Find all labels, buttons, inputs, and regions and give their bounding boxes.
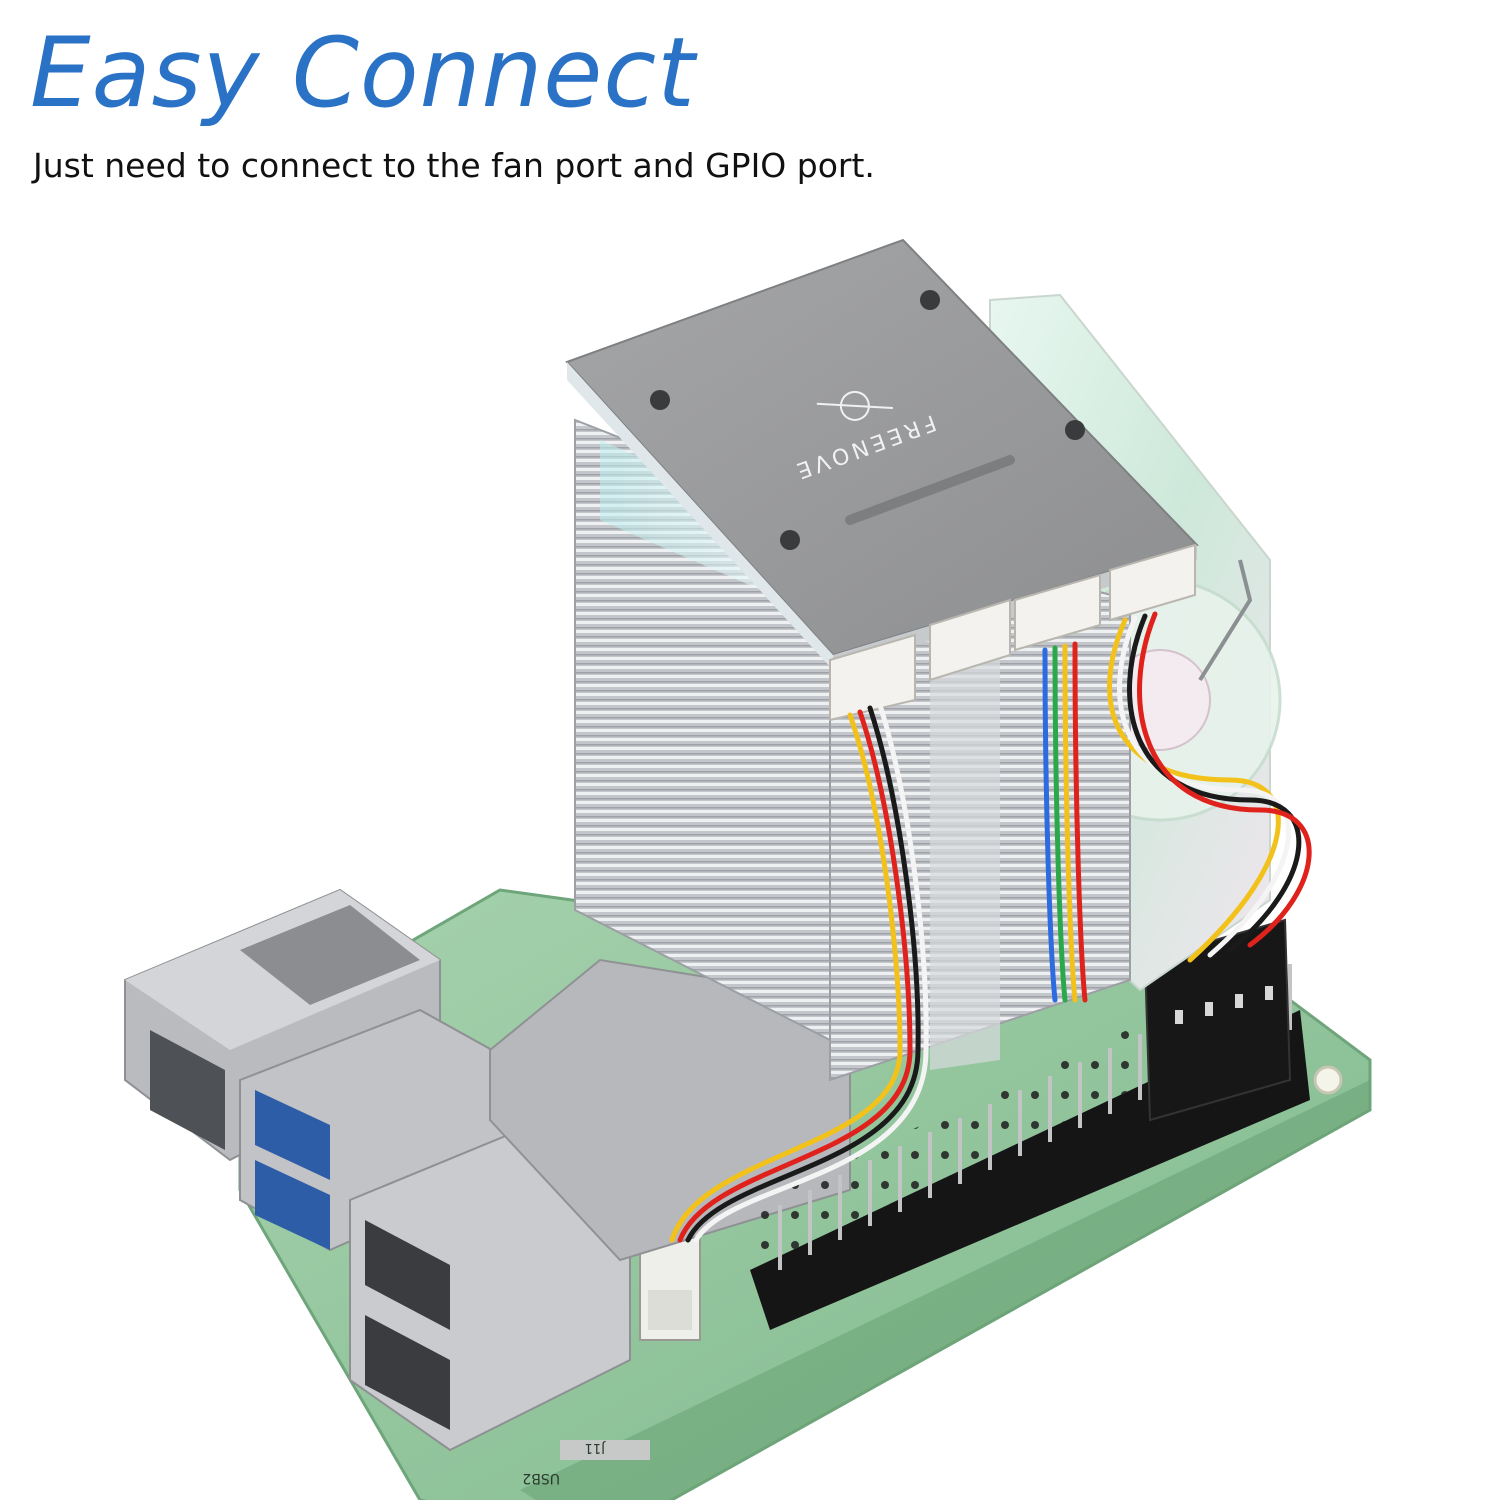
cooler-top-plate: FREENOVE — [565, 238, 1199, 670]
ethernet-port — [124, 888, 441, 1162]
gpio-cable — [1042, 611, 1312, 1003]
fan-cable — [669, 702, 929, 1243]
screw — [1065, 420, 1085, 440]
screw — [650, 390, 670, 410]
usb2-label: USB2 — [522, 1470, 560, 1486]
j11-label: J11 — [585, 1440, 606, 1455]
screw — [780, 530, 800, 550]
cable-connectors — [829, 543, 1196, 722]
gpio-connector — [1143, 918, 1292, 1122]
page-subtitle: Just need to connect to the fan port and… — [33, 146, 875, 185]
mounting-hole — [1313, 1065, 1343, 1095]
screw — [920, 290, 940, 310]
page-title: Easy Connect — [30, 17, 696, 129]
usb2-port — [349, 1128, 631, 1452]
